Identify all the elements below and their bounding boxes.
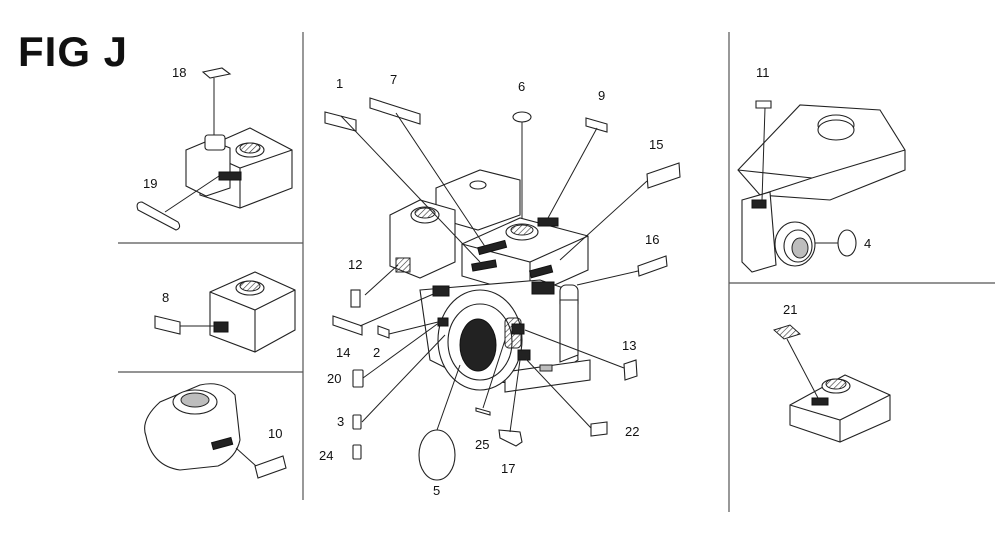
callout-20: 20: [327, 371, 341, 386]
callout-24: 24: [319, 448, 333, 463]
callout-12: 12: [348, 257, 362, 272]
callout-2: 2: [373, 345, 380, 360]
callout-18: 18: [172, 65, 186, 80]
air-cleaner-panel: [144, 383, 287, 479]
callout-6: 6: [518, 79, 525, 94]
fuel-tank-panel-c: [737, 100, 906, 273]
callout-5: 5: [433, 483, 440, 498]
callout-17: 17: [501, 461, 515, 476]
callout-8: 8: [162, 290, 169, 305]
fuel-tank-panel-d: [773, 324, 891, 443]
callout-25: 25: [475, 437, 489, 452]
callout-11: 11: [756, 65, 770, 80]
callout-labels: 18 19 8 10 1 7 6 9 15 16 12 14 2 20 3 24…: [143, 65, 871, 498]
callout-14: 14: [336, 345, 350, 360]
engine-assembly: [389, 169, 591, 393]
callout-4: 4: [864, 236, 871, 251]
callout-21: 21: [783, 302, 797, 317]
callout-22: 22: [625, 424, 639, 439]
callout-10: 10: [268, 426, 282, 441]
callout-15: 15: [649, 137, 663, 152]
loose-labels-center: [324, 97, 681, 481]
panel-dividers: [118, 32, 995, 512]
callout-9: 9: [598, 88, 605, 103]
fuel-tank-panel-b: [154, 271, 296, 353]
callout-1: 1: [336, 76, 343, 91]
callout-19: 19: [143, 176, 157, 191]
callout-7: 7: [390, 72, 397, 87]
fuel-tank-panel-a: [136, 67, 293, 231]
callout-3: 3: [337, 414, 344, 429]
callout-16: 16: [645, 232, 659, 247]
callout-13: 13: [622, 338, 636, 353]
figure-title: FIG J: [18, 28, 129, 75]
